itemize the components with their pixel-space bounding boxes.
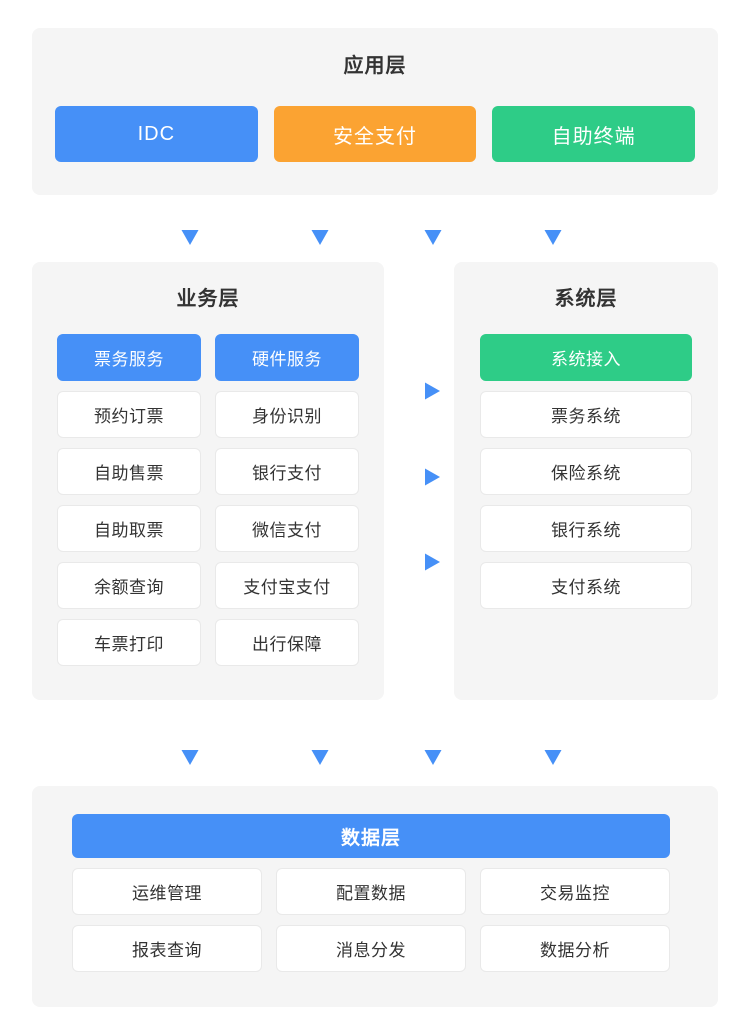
data-item-config-data[interactable]: 配置数据 [276,868,466,915]
system-layer-grid: 系统接入 票务系统 保险系统 银行系统 支付系统 [480,334,692,609]
business-item-ticket-print[interactable]: 车票打印 [57,619,201,666]
business-item-travel-guarantee[interactable]: 出行保障 [215,619,359,666]
system-layer-title: 系统层 [554,288,618,310]
data-item-data-analysis[interactable]: 数据分析 [480,925,670,972]
business-item-self-pickup[interactable]: 自助取票 [57,505,201,552]
app-button-idc[interactable]: IDC [55,106,258,162]
system-item-ticketing-system[interactable]: 票务系统 [480,391,692,438]
business-layer-title: 业务层 [176,288,240,310]
application-layer-panel: 应用层 IDC 安全支付 自助终端 [32,28,718,195]
application-layer-title: 应用层 [343,55,407,77]
data-layer-panel: 数据层 运维管理 配置数据 交易监控 报表查询 消息分发 数据分析 [32,786,718,1007]
arrow-down-bottom-3 [424,727,442,765]
arrow-right-mid-3 [402,553,440,571]
business-item-balance-query[interactable]: 余额查询 [57,562,201,609]
application-layer-buttons: IDC 安全支付 自助终端 [55,106,696,162]
business-item-bank-pay[interactable]: 银行支付 [215,448,359,495]
business-item-self-sale[interactable]: 自助售票 [57,448,201,495]
system-item-payment-system[interactable]: 支付系统 [480,562,692,609]
arrow-down-bottom-2 [311,727,329,765]
system-item-insurance-system[interactable]: 保险系统 [480,448,692,495]
business-layer-grid: 票务服务 硬件服务 预约订票 身份识别 自助售票 银行支付 自助取票 微信支付 … [57,334,359,666]
system-header-access[interactable]: 系统接入 [480,334,692,381]
data-item-message-dispatch[interactable]: 消息分发 [276,925,466,972]
app-button-secure-payment[interactable]: 安全支付 [273,106,477,162]
app-button-self-service-terminal[interactable]: 自助终端 [492,106,696,162]
arrow-down-top-3 [424,209,442,245]
data-layer-title-bar[interactable]: 数据层 [72,814,670,858]
business-column-header-ticketing[interactable]: 票务服务 [57,334,201,381]
data-item-ops-management[interactable]: 运维管理 [72,868,262,915]
business-item-wechat-pay[interactable]: 微信支付 [215,505,359,552]
arrow-down-top-1 [181,209,199,245]
arrow-right-mid-1 [402,382,440,400]
business-item-identity[interactable]: 身份识别 [215,391,359,438]
business-column-header-hardware[interactable]: 硬件服务 [215,334,359,381]
arrow-down-bottom-1 [181,727,199,765]
business-item-booking[interactable]: 预约订票 [57,391,201,438]
system-layer-panel: 系统层 系统接入 票务系统 保险系统 银行系统 支付系统 [454,262,718,700]
data-layer-grid: 运维管理 配置数据 交易监控 报表查询 消息分发 数据分析 [72,868,670,972]
data-item-transaction-monitoring[interactable]: 交易监控 [480,868,670,915]
arrow-down-bottom-4 [544,727,562,765]
arrow-down-top-4 [544,209,562,245]
business-item-alipay[interactable]: 支付宝支付 [215,562,359,609]
arrow-down-top-2 [311,209,329,245]
arrow-right-mid-2 [402,468,440,486]
system-item-bank-system[interactable]: 银行系统 [480,505,692,552]
data-item-report-query[interactable]: 报表查询 [72,925,262,972]
business-layer-panel: 业务层 票务服务 硬件服务 预约订票 身份识别 自助售票 银行支付 自助取票 微… [32,262,384,700]
